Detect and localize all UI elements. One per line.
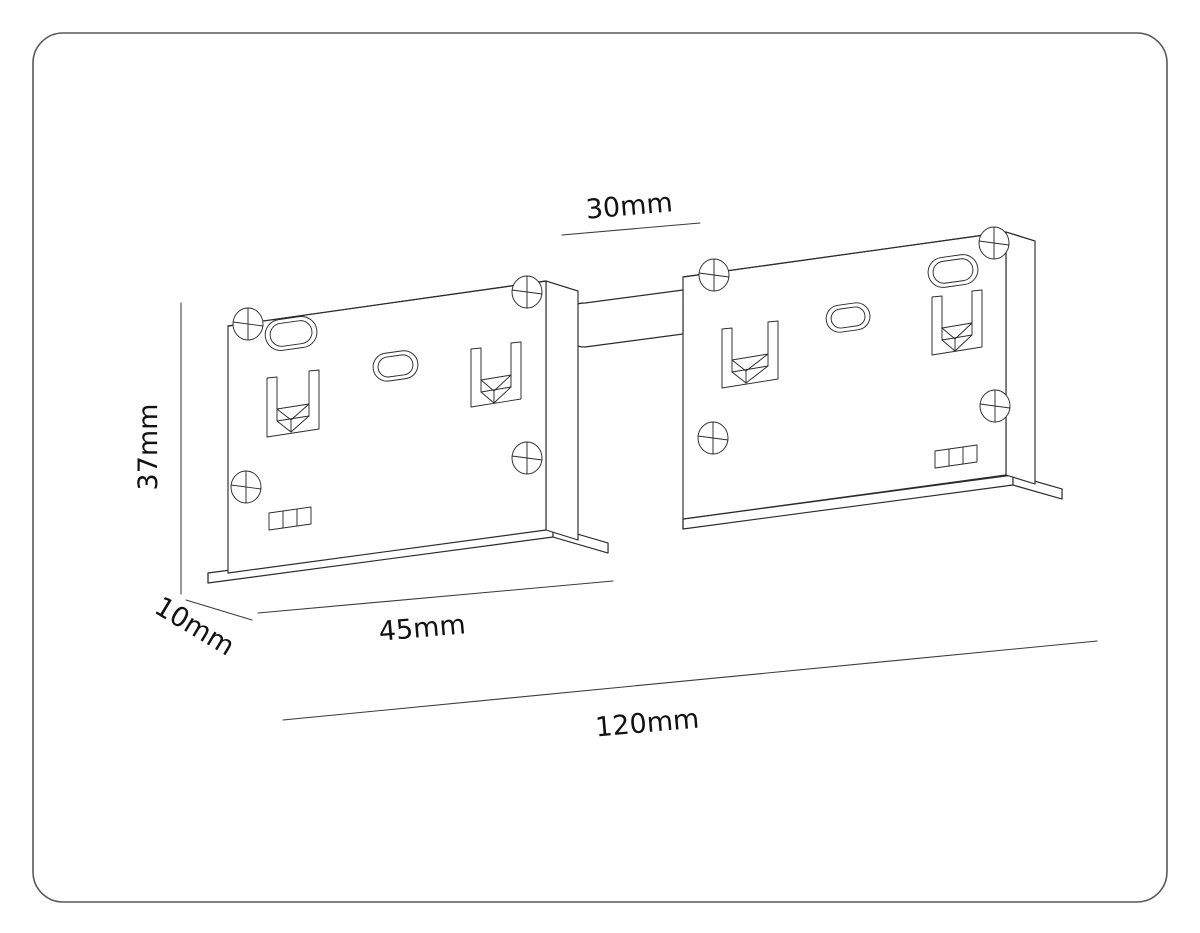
left-bracket-assembly bbox=[207, 275, 609, 584]
left-plate-hook-cutout-right bbox=[470, 341, 522, 408]
dimension-line-45mm bbox=[257, 580, 614, 614]
dimension-label-30mm: 30mm bbox=[585, 187, 674, 225]
left-plate-screw-holes bbox=[230, 275, 543, 504]
left-plate-side-face bbox=[545, 280, 579, 541]
dimension-height-37mm: 37mm bbox=[133, 302, 182, 595]
screw-hole-icon bbox=[230, 470, 262, 504]
left-plate-tricell-slot bbox=[268, 506, 312, 531]
right-plate-oblong-slot-upper bbox=[927, 254, 979, 288]
screw-hole-icon bbox=[511, 275, 543, 309]
screw-hole-icon bbox=[697, 421, 729, 455]
right-plate-screw-holes bbox=[697, 226, 1011, 455]
screw-hole-icon bbox=[978, 226, 1010, 260]
right-plate-oblong-slot-middle bbox=[825, 302, 871, 333]
dimension-plate-width-45mm: 45mm bbox=[257, 580, 614, 648]
right-plate-hook-cutout-right bbox=[931, 289, 983, 356]
right-plate-hook-cutout-left bbox=[721, 320, 779, 389]
right-bracket-assembly bbox=[682, 226, 1063, 530]
left-plate-hook-cutout-left bbox=[266, 369, 320, 438]
left-plate-oblong-slot-middle bbox=[372, 350, 419, 382]
right-plate-top-edge bbox=[682, 231, 1036, 278]
screw-hole-icon bbox=[698, 258, 730, 292]
dimension-line-120mm bbox=[282, 640, 1098, 721]
right-plate-side-face bbox=[1005, 231, 1036, 485]
left-plate-top-edge bbox=[227, 280, 579, 327]
dimension-line-30mm bbox=[561, 222, 701, 236]
dimension-line-10mm bbox=[185, 599, 253, 621]
dimension-label-37mm: 37mm bbox=[133, 404, 164, 491]
screw-hole-icon bbox=[511, 441, 543, 475]
dimension-spacer-30mm: 30mm bbox=[561, 187, 701, 236]
left-plate-oblong-slot-upper bbox=[264, 316, 318, 351]
right-plate-tricell-slot bbox=[934, 444, 978, 469]
screw-hole-icon bbox=[232, 307, 264, 341]
screw-hole-icon bbox=[979, 389, 1011, 423]
dimension-label-45mm: 45mm bbox=[378, 609, 467, 647]
